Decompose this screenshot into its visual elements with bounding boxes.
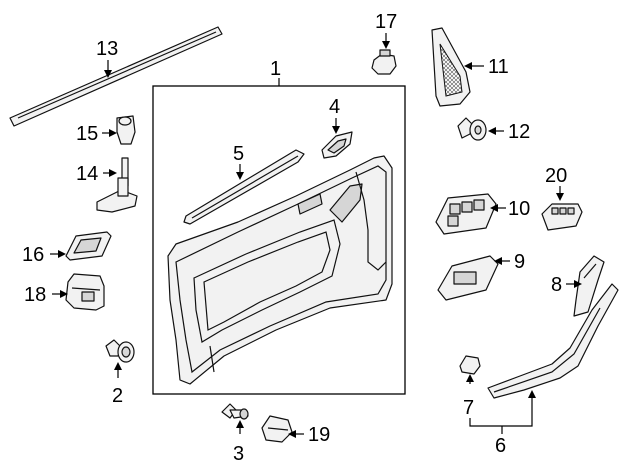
callout-18: 18 xyxy=(24,284,46,306)
callout-4: 4 xyxy=(329,96,340,118)
leader-6-bracket xyxy=(469,396,533,427)
block-part-18 xyxy=(65,273,105,311)
callout-10: 10 xyxy=(508,198,530,220)
callout-19: 19 xyxy=(308,424,330,446)
switch-housing-part-9 xyxy=(437,255,499,301)
clip-part-7 xyxy=(459,355,481,375)
screw-part-3 xyxy=(221,403,249,420)
retainer-part-12 xyxy=(457,117,487,141)
sill-trim-part-6 xyxy=(487,283,619,399)
switch-part-20 xyxy=(541,203,583,231)
callout-1: 1 xyxy=(270,58,281,80)
callout-8: 8 xyxy=(551,274,562,296)
callout-5: 5 xyxy=(233,143,244,165)
pull-cup-part-16 xyxy=(65,231,112,261)
door-panel-part xyxy=(167,155,393,385)
clip-part-17 xyxy=(371,49,397,75)
bracket-part-8 xyxy=(573,255,605,317)
callout-6: 6 xyxy=(495,435,506,457)
callout-7: 7 xyxy=(463,397,474,419)
bezel-part-4 xyxy=(321,131,353,159)
callout-17: 17 xyxy=(375,11,397,33)
callout-15: 15 xyxy=(76,123,98,145)
callout-13: 13 xyxy=(96,38,118,60)
callout-3: 3 xyxy=(233,443,244,465)
callout-9: 9 xyxy=(514,251,525,273)
callout-12: 12 xyxy=(508,121,530,143)
trim-strip-part-5 xyxy=(183,149,305,225)
clip-part-15 xyxy=(116,115,136,145)
callout-14: 14 xyxy=(76,163,98,185)
callout-2: 2 xyxy=(112,385,123,407)
callout-20: 20 xyxy=(545,165,567,187)
clip-part-19 xyxy=(261,415,293,443)
window-switch-part-10 xyxy=(435,193,497,235)
push-pin-part-2 xyxy=(105,339,135,363)
corner-cover-part-11 xyxy=(431,27,471,107)
bracket-part-14 xyxy=(96,157,138,213)
callout-11: 11 xyxy=(488,56,509,78)
belt-molding-part xyxy=(9,26,223,127)
callout-16: 16 xyxy=(22,244,44,266)
